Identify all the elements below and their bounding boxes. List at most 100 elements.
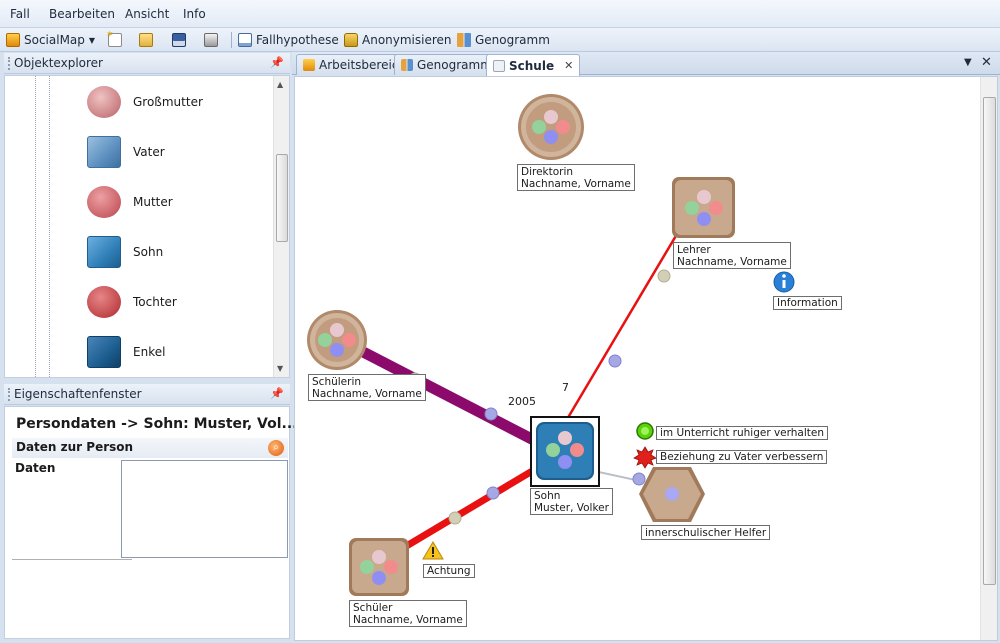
scroll-up-icon[interactable]: ▲ <box>277 80 284 89</box>
fallhypothese-button[interactable]: Fallhypothese <box>238 32 339 48</box>
tab-arbeitsbereich[interactable]: Arbeitsbereich <box>296 54 414 75</box>
node-lehrer <box>672 177 735 238</box>
edge-schuelerin-sohn <box>335 334 556 455</box>
object-item-label: Tochter <box>133 295 177 309</box>
toolbar: SocialMap ▼ ✶ Fallhypothese Anonymisiere… <box>0 28 1000 52</box>
menu-info[interactable]: Info <box>183 7 206 21</box>
pin-icon[interactable]: 📌 <box>270 56 284 69</box>
canvas-scrollbar[interactable] <box>980 77 997 640</box>
scroll-thumb[interactable] <box>276 154 288 242</box>
eigenschaften-panel: Persondaten -> Sohn: Muster, Vol... Date… <box>4 406 298 639</box>
edge-handle <box>448 511 462 525</box>
node-schueler-label[interactable]: Schüler Nachname, Vorname <box>349 600 467 627</box>
enkel-shape-icon <box>87 336 121 368</box>
socialmap-dropdown[interactable]: SocialMap ▼ <box>6 32 95 48</box>
persondaten-heading: Persondaten -> Sohn: Muster, Vol... <box>16 416 298 432</box>
edge-handle <box>632 472 646 486</box>
tab-list-dropdown-icon[interactable]: ▼ <box>964 57 972 68</box>
menu-ansicht[interactable]: Ansicht <box>125 7 170 21</box>
print-icon[interactable] <box>204 32 218 48</box>
vater-shape-icon <box>87 136 121 168</box>
note-ruhig[interactable]: im Unterricht ruhiger verhalten <box>656 426 829 440</box>
object-item-mutter[interactable]: Mutter <box>87 182 267 222</box>
socialmap-icon <box>303 59 315 71</box>
daten-zur-person-section[interactable]: Daten zur Person ⌕ <box>12 438 288 458</box>
menu-fall[interactable]: Fall <box>10 7 30 21</box>
toolbar-separator <box>231 32 232 48</box>
note-information[interactable]: Information <box>773 296 842 310</box>
document-icon <box>493 59 505 72</box>
note-beziehung[interactable]: Beziehung zu Vater verbessern <box>656 450 828 464</box>
socialmap-canvas[interactable]: Direktorin Nachname, Vorname Lehrer Nach… <box>294 76 998 641</box>
socialmap-label: SocialMap <box>24 33 85 47</box>
pane-grip[interactable] <box>8 388 10 401</box>
save-icon[interactable] <box>172 32 186 48</box>
node-lehrer-label[interactable]: Lehrer Nachname, Vorname <box>673 242 791 269</box>
node-direktorin <box>518 94 584 160</box>
objektexplorer-scrollbar[interactable]: ▲ ▼ <box>273 76 289 377</box>
pin-icon[interactable]: 📌 <box>270 387 284 400</box>
object-item-label: Mutter <box>133 195 173 209</box>
edge-sohn-lehrer <box>564 233 679 422</box>
objektexplorer-panel: Großmutter Vater Mutter Sohn Tochter Enk… <box>4 75 290 378</box>
new-file-icon[interactable]: ✶ <box>106 30 122 48</box>
node-sohn-label[interactable]: Sohn Muster, Volker <box>530 488 613 515</box>
note-text: Beziehung zu Vater verbessern <box>656 450 828 464</box>
object-item-label: Großmutter <box>133 95 203 109</box>
note-text: Achtung <box>423 564 475 578</box>
tab-schule[interactable]: Schule ✕ <box>486 54 581 76</box>
daten-field[interactable] <box>121 460 288 558</box>
genogramm-button[interactable]: Genogramm <box>457 32 550 48</box>
objektexplorer-header: Objektexplorer 📌 <box>4 53 290 74</box>
scroll-down-icon[interactable]: ▼ <box>277 364 284 373</box>
menu-bearbeiten[interactable]: Bearbeiten <box>49 7 115 21</box>
anonymisieren-button[interactable]: Anonymisieren <box>344 32 452 48</box>
node-role: Schülerin <box>312 376 362 388</box>
eigenschaften-title: Eigenschaftenfenster <box>14 387 142 401</box>
tree-line <box>35 76 36 377</box>
node-name: Nachname, Vorname <box>312 388 422 400</box>
close-icon[interactable]: ✕ <box>564 59 574 72</box>
node-helfer-label[interactable]: innerschulischer Helfer <box>641 525 771 540</box>
node-name: Nachname, Vorname <box>521 178 631 190</box>
close-window-icon[interactable]: ✕ <box>981 55 992 70</box>
chevron-down-icon: ▼ <box>88 35 96 45</box>
node-role: Schüler <box>353 602 393 614</box>
object-item-vater[interactable]: Vater <box>87 132 267 172</box>
tab-label: Schule <box>509 58 555 73</box>
node-schueler <box>349 538 409 596</box>
node-name: Nachname, Vorname <box>677 256 787 268</box>
goal-achieved-icon <box>636 422 654 440</box>
tab-label: Arbeitsbereich <box>319 58 407 72</box>
anonymisieren-label: Anonymisieren <box>362 33 452 47</box>
note-achtung[interactable]: Achtung <box>423 564 475 578</box>
tab-genogramm[interactable]: Genogramm <box>394 54 499 75</box>
object-item-sohn[interactable]: Sohn <box>87 232 267 272</box>
divider <box>12 559 132 560</box>
node-direktorin-label[interactable]: Direktorin Nachname, Vorname <box>517 164 635 191</box>
relationship-graph <box>307 94 795 596</box>
node-role: Sohn <box>534 490 561 502</box>
object-item-enkel[interactable]: Enkel <box>87 332 267 372</box>
tree-line <box>49 76 50 377</box>
fallhypothese-label: Fallhypothese <box>256 33 339 47</box>
node-role: Lehrer <box>677 244 711 256</box>
grossmutter-shape-icon <box>87 86 121 118</box>
open-folder-icon[interactable] <box>139 32 153 48</box>
node-sohn-selected <box>530 416 600 487</box>
pane-grip[interactable] <box>8 57 10 70</box>
object-item-tochter[interactable]: Tochter <box>87 282 267 322</box>
scroll-thumb[interactable] <box>983 97 996 585</box>
object-item-grossmutter[interactable]: Großmutter <box>87 82 267 122</box>
node-role: Direktorin <box>521 166 574 178</box>
tab-label: Genogramm <box>417 58 492 72</box>
sohn-shape-icon <box>87 236 121 268</box>
edge-count-label: 7 <box>562 381 569 394</box>
socialmap-icon <box>6 33 20 47</box>
node-schuelerin-label[interactable]: Schülerin Nachname, Vorname <box>308 374 426 401</box>
search-icon[interactable]: ⌕ <box>268 440 284 456</box>
node-name: Muster, Volker <box>534 502 609 514</box>
node-helfer <box>639 467 705 522</box>
objektexplorer-title: Objektexplorer <box>14 56 103 70</box>
note-text: Information <box>773 296 842 310</box>
